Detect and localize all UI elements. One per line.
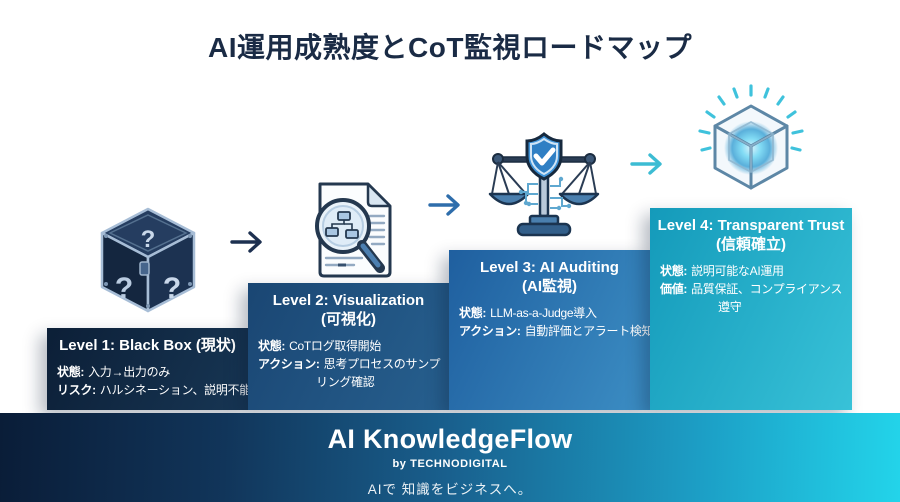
level-detail-row: 遵守: [660, 298, 842, 316]
page-title: AI運用成熟度とCoT監視ロードマップ: [208, 32, 692, 63]
level-title-line1: Level 3: AI Auditing: [480, 259, 619, 276]
detail-text: CoTログ取得開始: [289, 338, 382, 353]
detail-text: LLM-as-a-Judge導入: [490, 305, 597, 320]
detail-label: アクション:: [258, 356, 320, 371]
scales-audit-icon: [488, 132, 600, 245]
detail-text: リング確認: [316, 374, 375, 389]
level-detail-row: アクション:自動評価とアラート検知: [459, 322, 654, 340]
level-title-line1: Level 4: Transparent Trust: [657, 217, 845, 234]
level-3-title: Level 3: AI Auditing (AI監視): [449, 259, 650, 297]
level-detail-row: 状態:説明可能なAI運用: [660, 262, 842, 280]
mystery-box-icon: ? ? ?: [98, 206, 198, 319]
svg-text:?: ?: [141, 226, 156, 253]
detail-text: 説明可能なAI運用: [691, 263, 784, 278]
detail-label: 状態:: [459, 305, 487, 320]
level-title-line1: Level 2: Visualization: [272, 292, 425, 309]
level-1-title: Level 1: Black Box (現状): [59, 337, 236, 354]
detail-label: 状態:: [258, 338, 286, 353]
level-detail-row: 状態:LLM-as-a-Judge導入: [459, 304, 640, 322]
detail-text: ハルシネーション、説明不能: [99, 382, 251, 397]
level-detail-row: アクション:思考プロセスのサンプ: [258, 355, 441, 373]
document-magnifier-svg: [315, 182, 392, 278]
level-title-line2: (AI監視): [522, 277, 577, 295]
level-4-title: Level 4: Transparent Trust (信頼確立): [650, 217, 852, 255]
level-2-card: Level 2: Visualization (可視化) 状態:CoTログ取得開…: [248, 283, 449, 410]
detail-text: 入力→出力のみ: [88, 364, 171, 379]
level-1-details: 状態:入力→出力のみ リスク:ハルシネーション、説明不能: [47, 363, 251, 399]
detail-text: 思考プロセスのサンプ: [323, 356, 441, 371]
mystery-box-svg: ? ? ?: [100, 207, 196, 313]
arrow-right-icon: [230, 230, 264, 254]
arrow-right-icon: [630, 152, 664, 176]
level-detail-row: 状態:CoTログ取得開始: [258, 337, 439, 355]
scales-audit-svg: [488, 132, 600, 237]
brand-byline: by TECHNODIGITAL: [392, 458, 508, 470]
brand-tagline: AIで 知識をビジネスへ。: [367, 482, 533, 497]
level-detail-row: 価値:品質保証、コンプライアンス: [660, 280, 842, 298]
level-detail-row: 状態:入力→出力のみ: [57, 363, 238, 381]
detail-label: 状態:: [660, 263, 688, 278]
detail-label: リスク:: [57, 382, 96, 397]
svg-text:?: ?: [163, 272, 181, 305]
document-magnifier-icon: [310, 180, 396, 285]
detail-text: 自動評価とアラート検知: [524, 323, 654, 338]
detail-label: 状態:: [57, 364, 85, 379]
level-3-card: Level 3: AI Auditing (AI監視) 状態:LLM-as-a-…: [449, 250, 654, 410]
detail-label: アクション:: [459, 323, 521, 338]
level-1-card: Level 1: Black Box (現状) 状態:入力→出力のみ リスク:ハ…: [47, 328, 251, 410]
level-2-title: Level 2: Visualization (可視化): [248, 292, 449, 330]
footer-banner: AI KnowledgeFlow by TECHNODIGITAL AIで 知識…: [0, 413, 900, 502]
svg-text:?: ?: [115, 272, 133, 305]
brand-name: AI KnowledgeFlow: [327, 424, 573, 454]
detail-text: 遵守: [718, 299, 742, 314]
level-title-line2: (信頼確立): [716, 235, 786, 253]
arrow-right-icon: [428, 193, 462, 217]
detail-label: 価値:: [660, 281, 688, 296]
level-4-card: Level 4: Transparent Trust (信頼確立) 状態:説明可…: [650, 208, 852, 410]
level-detail-row: リスク:ハルシネーション、説明不能: [57, 381, 251, 399]
level-4-details: 状態:説明可能なAI運用 価値:品質保証、コンプライアンス 遵守: [650, 262, 852, 316]
transparent-cube-icon: [690, 82, 812, 209]
level-2-details: 状態:CoTログ取得開始 アクション:思考プロセスのサンプ リング確認: [248, 337, 449, 391]
detail-text: 品質保証、コンプライアンス: [691, 281, 843, 296]
transparent-cube-svg: [698, 84, 804, 190]
level-detail-row: リング確認: [258, 373, 439, 391]
level-title-line2: (可視化): [321, 310, 376, 328]
level-3-details: 状態:LLM-as-a-Judge導入 アクション:自動評価とアラート検知: [449, 304, 654, 340]
